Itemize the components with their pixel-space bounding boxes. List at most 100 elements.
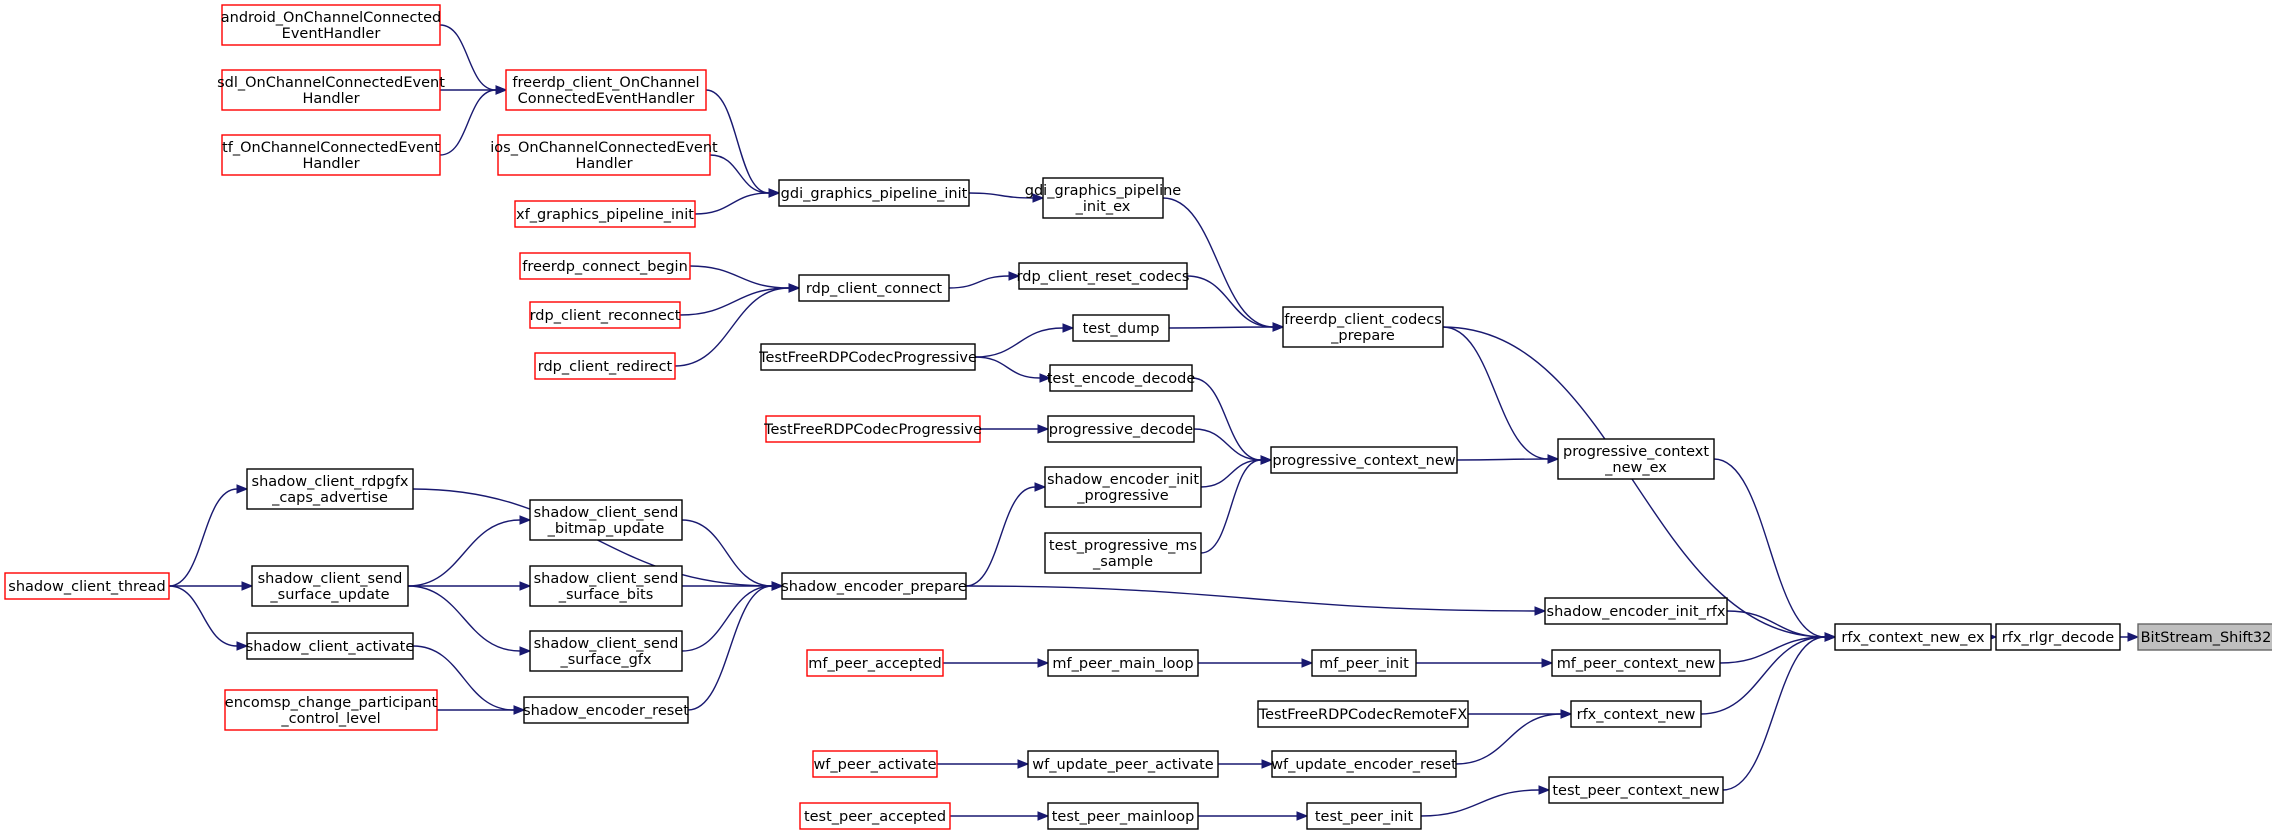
node-label: mf_peer_main_loop <box>1052 656 1193 672</box>
node-box <box>1047 649 1199 677</box>
node-progressive-context-new[interactable]: progressive_context_new <box>1270 446 1458 474</box>
arrowhead <box>1541 658 1554 668</box>
edge-line <box>968 192 1034 199</box>
node-encomsp-change-participant-control-level[interactable]: encomsp_change_participant_control_level <box>224 689 438 731</box>
node-shadow-encoder-prepare[interactable]: shadow_encoder_prepare <box>781 572 967 600</box>
node-label: progressive_context_new <box>1272 453 1455 469</box>
edge-line <box>687 585 773 711</box>
edge-test-peer-accepted-to-test-peer-mainloop <box>950 811 1050 821</box>
node-box <box>799 802 951 830</box>
node-test-encode-decode[interactable]: test_encode_decode <box>1047 364 1196 392</box>
edge-tfrdp-prog2-to-prog-decode <box>979 424 1050 434</box>
node-label: test_peer_accepted <box>804 809 946 825</box>
node-shadow-client-send-surface-gfx[interactable]: shadow_client_send_surface_gfx <box>529 630 683 672</box>
node-box <box>1834 623 1992 651</box>
edge-line <box>694 192 770 215</box>
arrowhead <box>1032 193 1045 203</box>
node-wf-peer-activate[interactable]: wf_peer_activate <box>812 750 938 778</box>
node-shadow-encoder-init-rfx[interactable]: shadow_encoder_init_rfx <box>1544 597 1728 625</box>
node-shadow-client-send-surface-update[interactable]: shadow_client_send_surface_update <box>251 565 409 607</box>
node-label: rdp_client_reconnect <box>530 308 681 324</box>
function-nodes: android_OnChannelConnectedEventHandlersd… <box>4 4 2272 830</box>
node-testfreerdpcodecprogressive[interactable]: TestFreeRDPCodecProgressive <box>763 415 982 443</box>
node-freerdp-connect-begin[interactable]: freerdp_connect_begin <box>519 252 691 280</box>
edge-test-dump-to-codecs-prepare <box>1168 322 1285 332</box>
node-label: _prepare <box>1330 328 1395 344</box>
node-rdp-client-redirect[interactable]: rdp_client_redirect <box>534 352 676 380</box>
node-box <box>1047 415 1195 443</box>
node-rdp-client-reset-codecs[interactable]: rdp_client_reset_codecs <box>1017 262 1190 290</box>
node-shadow-client-activate[interactable]: shadow_client_activate <box>246 632 415 660</box>
node-wf-update-peer-activate[interactable]: wf_update_peer_activate <box>1027 750 1219 778</box>
node-mf-peer-main-loop[interactable]: mf_peer_main_loop <box>1047 649 1199 677</box>
node-mf-peer-context-new[interactable]: mf_peer_context_new <box>1551 649 1721 677</box>
node-rfx-rlgr-decode[interactable]: rfx_rlgr_decode <box>1995 623 2121 651</box>
node-rfx-context-new[interactable]: rfx_context_new <box>1570 700 1702 728</box>
edge-line <box>974 356 1041 379</box>
node-label: Handler <box>302 156 359 172</box>
edge-line <box>1442 326 1826 638</box>
edge-line <box>407 519 521 587</box>
node-rdp-client-reconnect[interactable]: rdp_client_reconnect <box>529 301 681 329</box>
node-label: _surface_bits <box>558 587 654 603</box>
node-box <box>246 468 414 510</box>
edge-wf-update-enc-reset-to-rfx-ctx-new <box>1455 709 1573 765</box>
arrowhead <box>1261 759 1274 769</box>
edge-line <box>709 154 770 194</box>
edge-line <box>168 585 238 647</box>
node-rfx-context-new-ex[interactable]: rfx_context_new_ex <box>1834 623 1992 651</box>
node-testfreerdpcodecremotefx[interactable]: TestFreeRDPCodecRemoteFX <box>1257 700 1469 728</box>
node-box <box>1270 446 1458 474</box>
node-test-peer-accepted[interactable]: test_peer_accepted <box>799 802 951 830</box>
node-label: shadow_encoder_init <box>1047 472 1199 488</box>
node-label: rfx_context_new_ex <box>1841 630 1985 646</box>
node-box <box>1042 177 1164 219</box>
node-xf-graphics-pipeline-init[interactable]: xf_graphics_pipeline_init <box>514 200 696 228</box>
node-freerdp-client-onchannelconnectedeventhandler[interactable]: freerdp_client_OnChannelConnectedEventHa… <box>505 69 707 111</box>
node-test-dump[interactable]: test_dump <box>1072 314 1170 342</box>
node-test-peer-mainloop[interactable]: test_peer_mainloop <box>1047 802 1199 830</box>
node-test-peer-context-new[interactable]: test_peer_context_new <box>1548 776 1724 804</box>
node-box <box>224 689 438 731</box>
node-gdi-graphics-pipeline-init-ex[interactable]: gdi_graphics_pipeline_init_ex <box>1025 177 1182 219</box>
node-box <box>798 274 950 302</box>
node-testfreerdpcodecprogressive[interactable]: TestFreeRDPCodecProgressive <box>758 343 977 371</box>
edge-line <box>1455 713 1562 765</box>
node-shadow-client-send-surface-bits[interactable]: shadow_client_send_surface_bits <box>529 565 683 607</box>
node-mf-peer-accepted[interactable]: mf_peer_accepted <box>806 649 944 677</box>
node-label: Handler <box>302 91 359 107</box>
node-box <box>760 343 976 371</box>
node-progressive-decode[interactable]: progressive_decode <box>1047 415 1195 443</box>
arrowhead <box>1039 373 1052 383</box>
edge-wf-peer-activate-to-wf-update-peer-activate <box>937 759 1030 769</box>
node-shadow-encoder-init-progressive[interactable]: shadow_encoder_init_progressive <box>1044 466 1202 508</box>
edge-line <box>689 265 790 289</box>
edge-line <box>439 24 497 91</box>
edge-line <box>705 89 770 194</box>
edge-line <box>1700 636 1826 715</box>
edge-shadow-enc-prepare-to-shadow-enc-init-rfx <box>965 585 1547 616</box>
node-box <box>1570 700 1702 728</box>
node-mf-peer-init[interactable]: mf_peer_init <box>1311 649 1417 677</box>
node-progressive-context-new-ex[interactable]: progressive_context_new_ex <box>1557 438 1715 480</box>
node-rdp-client-connect[interactable]: rdp_client_connect <box>798 274 950 302</box>
edge-rdp-redirect-to-rdp-connect <box>674 283 801 367</box>
node-shadow-client-thread[interactable]: shadow_client_thread <box>4 572 170 600</box>
node-freerdp-client-codecs-prepare[interactable]: freerdp_client_codecs_prepare <box>1282 306 1444 348</box>
edge-line <box>1200 459 1262 554</box>
node-shadow-client-send-bitmap-update[interactable]: shadow_client_send_bitmap_update <box>529 499 683 541</box>
node-test-progressive-ms-sample[interactable]: test_progressive_ms_sample <box>1044 532 1202 574</box>
node-test-peer-init[interactable]: test_peer_init <box>1306 802 1422 830</box>
node-gdi-graphics-pipeline-init[interactable]: gdi_graphics_pipeline_init <box>778 179 970 207</box>
node-shadow-encoder-reset[interactable]: shadow_encoder_reset <box>523 696 689 724</box>
node-box <box>1548 776 1724 804</box>
edge-line <box>965 486 1036 587</box>
edge-shadow-enc-prepare-to-shadow-enc-init-prog <box>965 482 1047 587</box>
node-shadow-client-rdpgfx-caps-advertise[interactable]: shadow_client_rdpgfx_caps_advertise <box>246 468 414 510</box>
node-wf-update-encoder-reset[interactable]: wf_update_encoder_reset <box>1271 750 1457 778</box>
node-bitstream-shift32[interactable]: BitStream_Shift32 <box>2137 623 2272 651</box>
